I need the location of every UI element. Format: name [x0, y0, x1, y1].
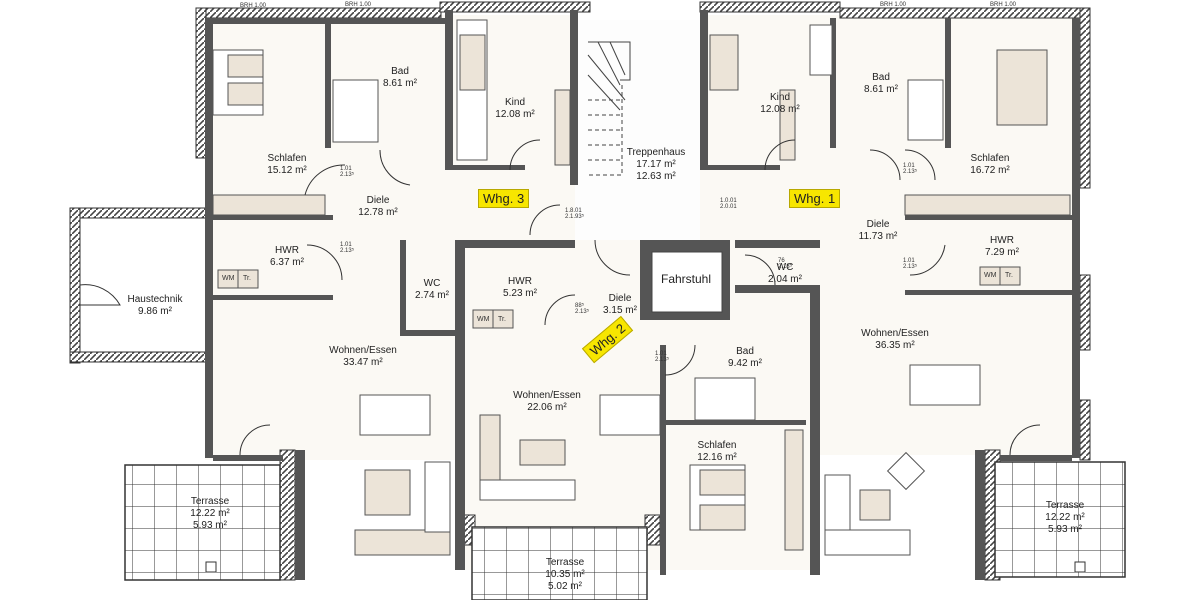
- elevator-shaft: [651, 251, 723, 313]
- furniture: [212, 19, 1071, 556]
- window-label: BRH 1.00: [345, 2, 372, 8]
- washer-label: WM: [984, 272, 997, 279]
- dryer-label: Tr.: [243, 275, 251, 282]
- door-swings: [79, 139, 1041, 456]
- window-label: BRH 1.00: [990, 2, 1017, 8]
- window-label: BRH 1.00: [880, 2, 907, 8]
- interior-walls: [205, 10, 1080, 580]
- apartment-tag-whg3: Whg. 3: [478, 189, 530, 208]
- dryer-label: Tr.: [1005, 272, 1013, 279]
- apartment-tag-whg1: Whg. 1: [789, 189, 841, 208]
- staircase: [587, 41, 631, 176]
- room-fahrstuhl: Fahrstuhl: [660, 272, 712, 286]
- dryer-label: Tr.: [498, 316, 506, 323]
- washer-label: WM: [477, 316, 490, 323]
- window-label: BRH 1.00: [240, 3, 267, 9]
- washer-label: WM: [222, 275, 235, 282]
- terraces: [124, 461, 1126, 600]
